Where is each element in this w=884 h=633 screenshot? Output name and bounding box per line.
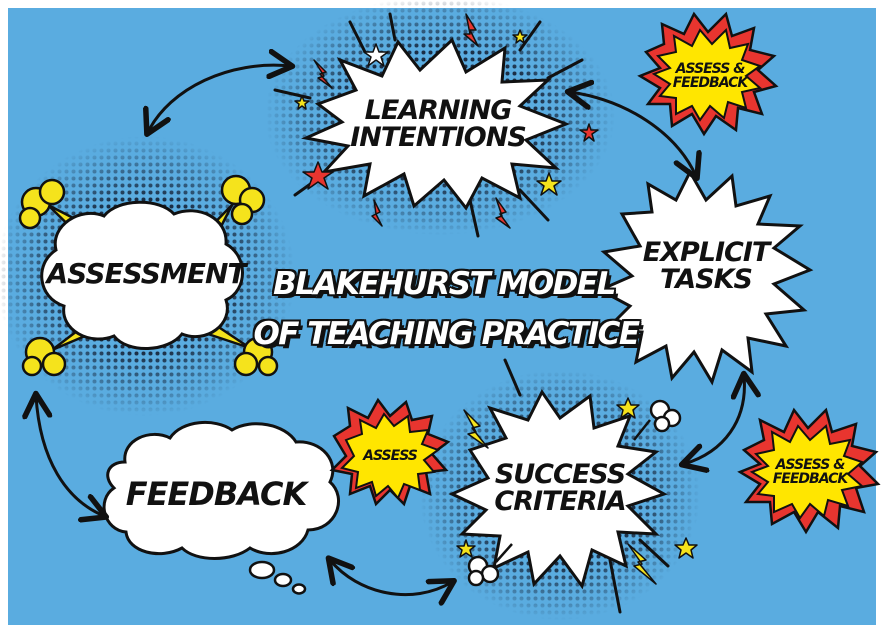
learning-intentions-label: LEARNING INTENTIONS bbox=[350, 95, 527, 153]
feedback-line-1: FEEDBACK bbox=[125, 475, 308, 513]
arrow-assessment-learning bbox=[148, 65, 290, 132]
yellow-star bbox=[536, 172, 562, 196]
badge-bottom-right-line-1: ASSESS & bbox=[775, 457, 846, 473]
yellow-bolt bbox=[627, 543, 657, 585]
success-criteria-line-1: SUCCESS bbox=[494, 459, 626, 490]
yellow-star bbox=[456, 539, 476, 558]
white-star bbox=[363, 43, 389, 67]
badge-top-right-line-2: FEEDBACK bbox=[672, 75, 749, 91]
title-line-2: OF TEACHING PRACTICE bbox=[253, 316, 640, 352]
red-bolt bbox=[495, 197, 511, 229]
badge-bottom-right-line-2: FEEDBACK bbox=[772, 471, 849, 487]
decorations bbox=[294, 13, 698, 585]
cycle-arrows bbox=[36, 65, 744, 594]
arrow-success-feedback bbox=[330, 560, 452, 595]
explicit-tasks-line-2: TASKS bbox=[659, 264, 753, 295]
explicit-tasks-line-1: EXPLICIT bbox=[642, 237, 771, 268]
assessment-line-1: ASSESSMENT bbox=[46, 257, 247, 290]
red-bolt bbox=[313, 59, 333, 89]
yellow-bolt bbox=[463, 409, 489, 449]
badge-top-right-line-1: ASSESS & bbox=[675, 61, 746, 77]
yellow-star bbox=[512, 29, 528, 44]
red-bolt bbox=[371, 199, 383, 227]
success-criteria-burst bbox=[448, 358, 682, 614]
badge-middle-label: ASSESS bbox=[363, 448, 418, 464]
learning-intentions-line-2: INTENTIONS bbox=[350, 122, 527, 153]
success-criteria-label: SUCCESS CRITERIA bbox=[494, 459, 626, 517]
yellow-star bbox=[674, 537, 698, 559]
arrow-learning-explicit bbox=[570, 92, 696, 176]
explicit-tasks-label: EXPLICIT TASKS bbox=[642, 237, 771, 295]
red-star bbox=[302, 161, 334, 190]
red-bolt bbox=[463, 13, 479, 47]
arrow-explicit-success bbox=[684, 376, 744, 464]
badge-middle bbox=[329, 397, 451, 507]
badge-top-right-label: ASSESS & FEEDBACK bbox=[672, 61, 749, 91]
feedback-cloud bbox=[102, 420, 340, 595]
feedback-label: FEEDBACK bbox=[125, 475, 308, 513]
badge-middle-line-1: ASSESS bbox=[363, 448, 418, 464]
badge-bottom-right-label: ASSESS & FEEDBACK bbox=[772, 457, 849, 487]
assessment-label: ASSESSMENT bbox=[46, 257, 247, 290]
learning-intentions-line-1: LEARNING bbox=[364, 95, 513, 126]
yellow-star bbox=[294, 95, 310, 110]
assessment-cloud bbox=[18, 174, 279, 377]
yellow-star bbox=[616, 397, 640, 419]
title-line-1: BLAKEHURST MODEL bbox=[273, 266, 616, 302]
arrow-feedback-assessment bbox=[36, 396, 104, 516]
explicit-tasks-burst bbox=[596, 168, 814, 386]
success-criteria-line-2: CRITERIA bbox=[494, 486, 626, 517]
badge-bottom-right bbox=[737, 407, 881, 535]
